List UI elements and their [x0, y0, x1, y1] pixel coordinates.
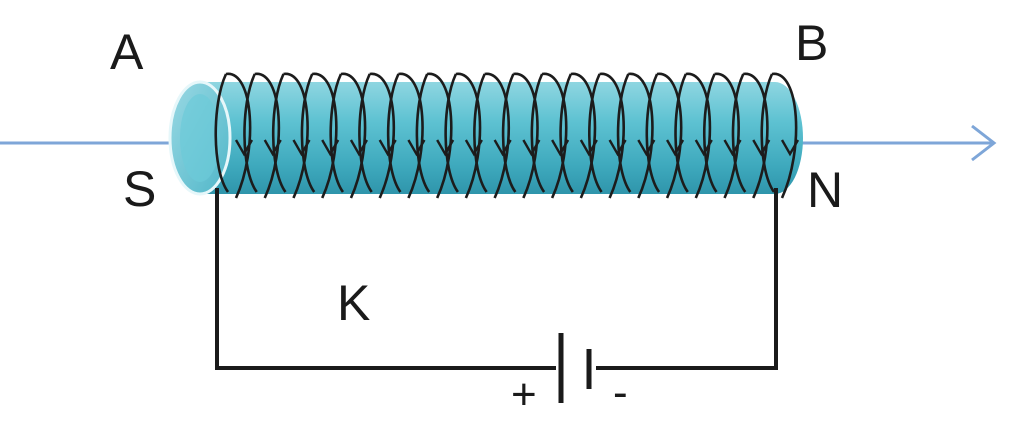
label-b: B — [795, 15, 828, 71]
current-arrow-icon — [349, 139, 368, 157]
current-arrow-icon — [666, 139, 685, 157]
current-arrow-icon — [263, 139, 282, 157]
current-arrow-icon — [608, 139, 627, 157]
battery — [558, 333, 592, 403]
label-a: A — [110, 24, 144, 80]
coil-turn — [214, 72, 252, 199]
current-arrow-icon — [234, 139, 254, 157]
current-arrow-icon — [378, 139, 397, 157]
coil-turn — [616, 72, 654, 199]
coil-turn — [358, 72, 396, 199]
coil-turn — [731, 72, 769, 199]
current-arrow-icon — [493, 139, 512, 157]
battery-minus-sign: - — [613, 368, 628, 417]
coil-turn — [702, 72, 740, 199]
coil-turn — [588, 72, 625, 199]
coil-windings — [214, 72, 800, 199]
circuit-wire-left — [215, 188, 556, 370]
current-arrow-icon — [522, 139, 541, 157]
current-arrow-icon — [551, 139, 570, 157]
current-arrow-icon — [637, 139, 656, 157]
coil-turn — [473, 72, 510, 199]
battery-plus-sign: + — [511, 370, 537, 419]
label-n: N — [807, 162, 843, 218]
coil-turn — [300, 72, 338, 199]
current-arrow-icon — [780, 139, 800, 157]
current-arrow-icon — [464, 139, 483, 157]
current-arrow-icon — [436, 139, 455, 157]
coil-turn — [329, 72, 367, 199]
coil-turn — [674, 72, 712, 199]
label-k: K — [337, 275, 370, 331]
current-arrow-icon — [694, 139, 713, 157]
coil-turn — [501, 72, 539, 199]
current-arrow-icon — [723, 139, 742, 157]
coil-turn — [760, 72, 798, 199]
coil-turn — [559, 72, 597, 199]
coil-turn — [444, 72, 482, 199]
circuit-wire-right — [596, 188, 778, 370]
coil-turn — [645, 72, 683, 199]
coil-turn — [386, 72, 424, 199]
coil-turn — [243, 72, 281, 199]
coil-turn — [415, 72, 453, 199]
current-arrow-icon — [321, 139, 340, 157]
current-arrow-icon — [752, 139, 771, 157]
label-s: S — [123, 161, 156, 217]
coil-turn — [530, 72, 568, 199]
current-arrow-icon — [579, 139, 598, 157]
coil-turn — [271, 72, 309, 199]
current-arrow-icon — [407, 139, 426, 157]
axis-arrow-icon — [971, 124, 997, 162]
current-arrow-icon — [292, 139, 311, 157]
